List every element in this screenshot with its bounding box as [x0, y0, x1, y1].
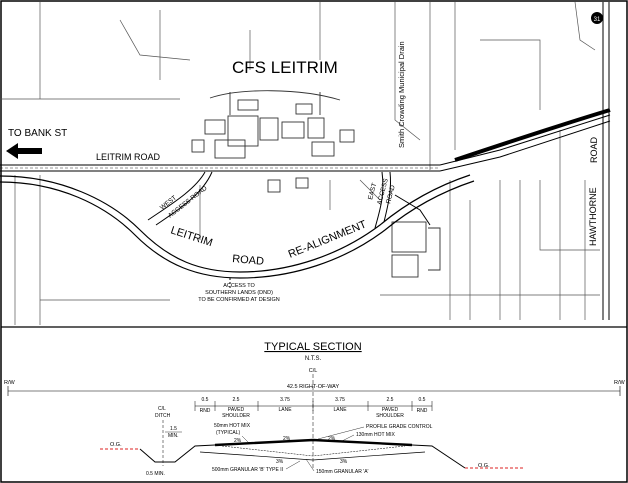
access-note-1: ACCESS TO — [223, 283, 255, 289]
min-label-2: MIN. — [168, 433, 179, 439]
section-scale: N.T.S. — [305, 356, 322, 362]
dim-label-1: RND — [200, 408, 211, 414]
road-widening-east — [454, 108, 611, 162]
hotmix-50-label-1: 50mm HOT MIX — [214, 423, 251, 429]
dim-value-2: 2.5 — [233, 397, 240, 403]
hawthorne-road-label: ROAD — [589, 136, 599, 163]
dim-label-6: RND — [417, 408, 428, 414]
ditch-label-2: DITCH — [155, 413, 171, 419]
centerline-label: C/L — [309, 368, 318, 374]
og-right-label: O.G. — [478, 463, 490, 469]
row-right-label: R/W — [614, 380, 626, 386]
plan-title: CFS LEITRIM — [232, 58, 338, 77]
road-cross-section — [139, 438, 466, 469]
to-bank-label: TO BANK ST — [8, 128, 67, 139]
row-width-label: 42.5 RIGHT-OF-WAY — [287, 384, 340, 390]
hawthorne-label: HAWTHORNE — [588, 187, 598, 246]
building-cluster — [191, 90, 441, 278]
dim-label-5b: SHOULDER — [376, 413, 404, 419]
hotmix-130-label: 130mm HOT MIX — [356, 432, 395, 438]
north-arrow-icon: 31 — [591, 12, 603, 24]
dim-label-5: PAVED — [382, 407, 399, 413]
access-note-3: TO BE CONFIRMED AT DESIGN — [198, 297, 280, 303]
leitrim-road-label: LEITRIM ROAD — [96, 152, 161, 162]
dim-value-5: 2.5 — [387, 397, 394, 403]
access-note-2: SOUTHERN LANDS (DND) — [205, 290, 273, 296]
og-left-label: O.G. — [110, 442, 122, 448]
depth-min-label: 0.5 MIN. — [146, 471, 165, 477]
dim-value-4: 3.75 — [335, 397, 345, 403]
drain-label: Smith Crowding Municipal Drain — [397, 41, 406, 148]
hotmix-50-label-2: (TYPICAL) — [216, 430, 241, 436]
slope-3b: 3% — [340, 459, 348, 465]
lane-dimensions — [194, 401, 433, 411]
leitrim-road — [0, 114, 611, 172]
slope-2c: 2% — [328, 436, 336, 442]
arrow-left-icon — [6, 143, 42, 159]
realign-label-1: LEITRIM — [169, 224, 214, 249]
dim-value-1: 0.5 — [202, 397, 209, 403]
dim-label-4: LANE — [333, 407, 347, 413]
slope-2a: 2% — [234, 438, 242, 444]
dim-value-3: 3.75 — [280, 397, 290, 403]
east-access-label-1: EAST — [367, 182, 378, 200]
realign-label-2: ROAD — [232, 253, 265, 268]
slope-2b: 2% — [283, 436, 291, 442]
access-roads — [147, 171, 431, 290]
granular-a-label: 150mm GRANULAR 'A' — [316, 469, 369, 475]
hotmix-50-leader — [241, 435, 251, 445]
dim-value-6: 0.5 — [419, 397, 426, 403]
granular-b-label: 500mm GRANULAR 'B' TYPE II — [212, 467, 283, 473]
east-access-label-3: ROAD — [385, 184, 397, 204]
section-title: TYPICAL SECTION — [264, 341, 361, 353]
site-plan — [0, 1, 600, 325]
grade-control-leader — [317, 426, 365, 440]
hotmix-130-leader — [339, 434, 355, 443]
svg-text:31: 31 — [594, 17, 601, 23]
dim-label-3: LANE — [278, 407, 292, 413]
slope-3a: 3% — [276, 459, 284, 465]
hawthorne-road — [602, 2, 610, 320]
grade-control-label: PROFILE GRADE CONTROL — [366, 424, 433, 430]
min-label-1: 1.5 — [170, 426, 177, 432]
realignment-road — [0, 174, 475, 279]
granular-b-leader — [285, 460, 301, 470]
ditch-label-1: C/L — [158, 406, 166, 412]
granular-a-leader — [305, 458, 315, 472]
dim-label-2b: SHOULDER — [222, 413, 250, 419]
dim-label-2: PAVED — [228, 407, 245, 413]
row-left-label: R/W — [4, 380, 16, 386]
